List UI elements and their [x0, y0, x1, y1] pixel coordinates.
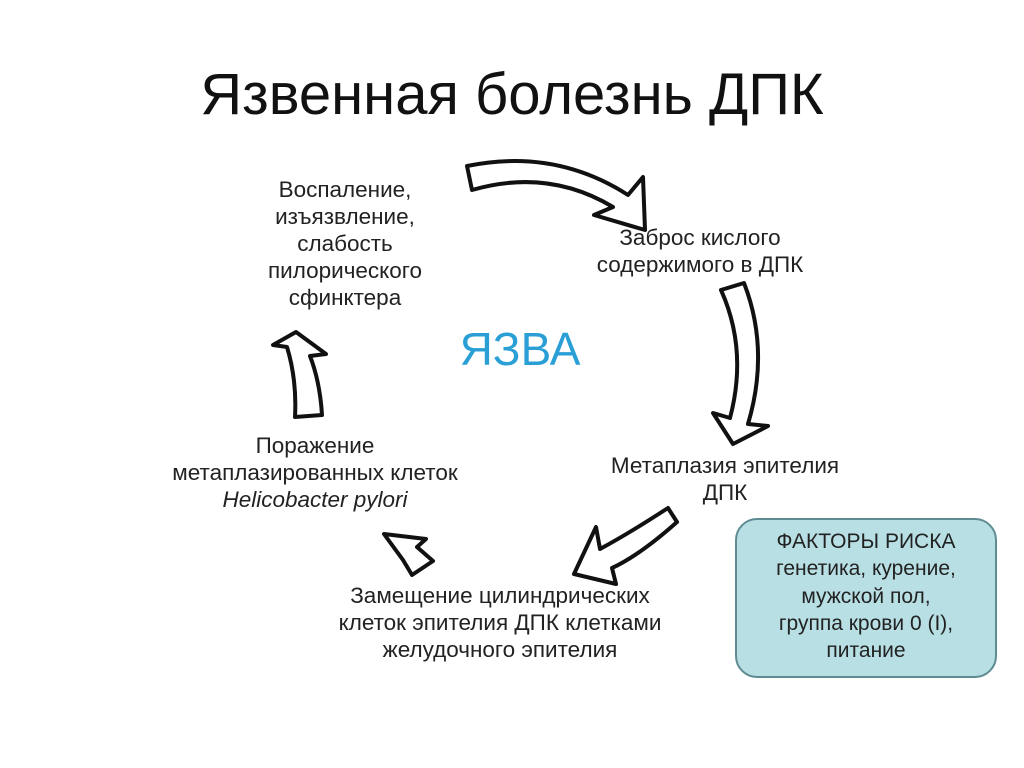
arrow-left-up	[271, 330, 328, 419]
risk-factors-heading: ФАКТОРЫ РИСКА	[776, 530, 956, 553]
arrow-up-left-small	[382, 532, 435, 577]
node-helicobacter-lesion-line: Поражение	[255, 433, 375, 458]
node-helicobacter-lesion-line: метаплазированных клеток	[172, 460, 458, 485]
risk-factors-line: питание	[826, 639, 906, 663]
node-inflammation: Воспаление, изъязвление, слабость пилори…	[230, 176, 460, 311]
node-cell-replacement: Замещение цилиндрических клеток эпителия…	[290, 582, 710, 663]
node-cell-replacement-line: желудочного эпителия	[382, 637, 618, 662]
node-helicobacter-species: Helicobacter pylori	[222, 487, 408, 512]
node-inflammation-line: сфинктера	[288, 285, 402, 310]
node-cell-replacement-line: Замещение цилиндрических	[350, 583, 650, 608]
node-metaplasia: Метаплазия эпителия ДПК	[575, 452, 875, 506]
risk-factors-line: генетика, курение,	[776, 557, 956, 581]
slide-title: Язвенная болезнь ДПК	[200, 62, 824, 127]
risk-factors-line: группа крови 0 (I),	[778, 611, 954, 635]
center-label-ulcer: ЯЗВА	[459, 323, 581, 375]
node-acid-reflux-line: содержимого в ДПК	[596, 252, 804, 277]
node-helicobacter-lesion: Поражение метаплазированных клеток Helic…	[130, 432, 500, 513]
arrow-right-down	[711, 281, 770, 446]
arrow-top-right	[465, 159, 647, 232]
node-acid-reflux-line: Заброс кислого	[619, 225, 781, 250]
node-acid-reflux: Заброс кислого содержимого в ДПК	[560, 224, 840, 278]
arrow-bottom-left	[572, 506, 679, 586]
risk-factors-line: мужской пол,	[801, 584, 931, 608]
risk-factors-box: ФАКТОРЫ РИСКА генетика, курение, мужской…	[735, 518, 997, 678]
node-inflammation-line: Воспаление,	[278, 177, 412, 202]
node-cell-replacement-line: клеток эпителия ДПК клетками	[338, 610, 662, 635]
node-inflammation-line: пилорического	[267, 258, 423, 283]
node-inflammation-line: слабость	[297, 231, 393, 256]
node-inflammation-line: изъязвление,	[275, 204, 415, 229]
node-metaplasia-line: ДПК	[702, 480, 748, 505]
node-metaplasia-line: Метаплазия эпителия	[610, 453, 840, 478]
